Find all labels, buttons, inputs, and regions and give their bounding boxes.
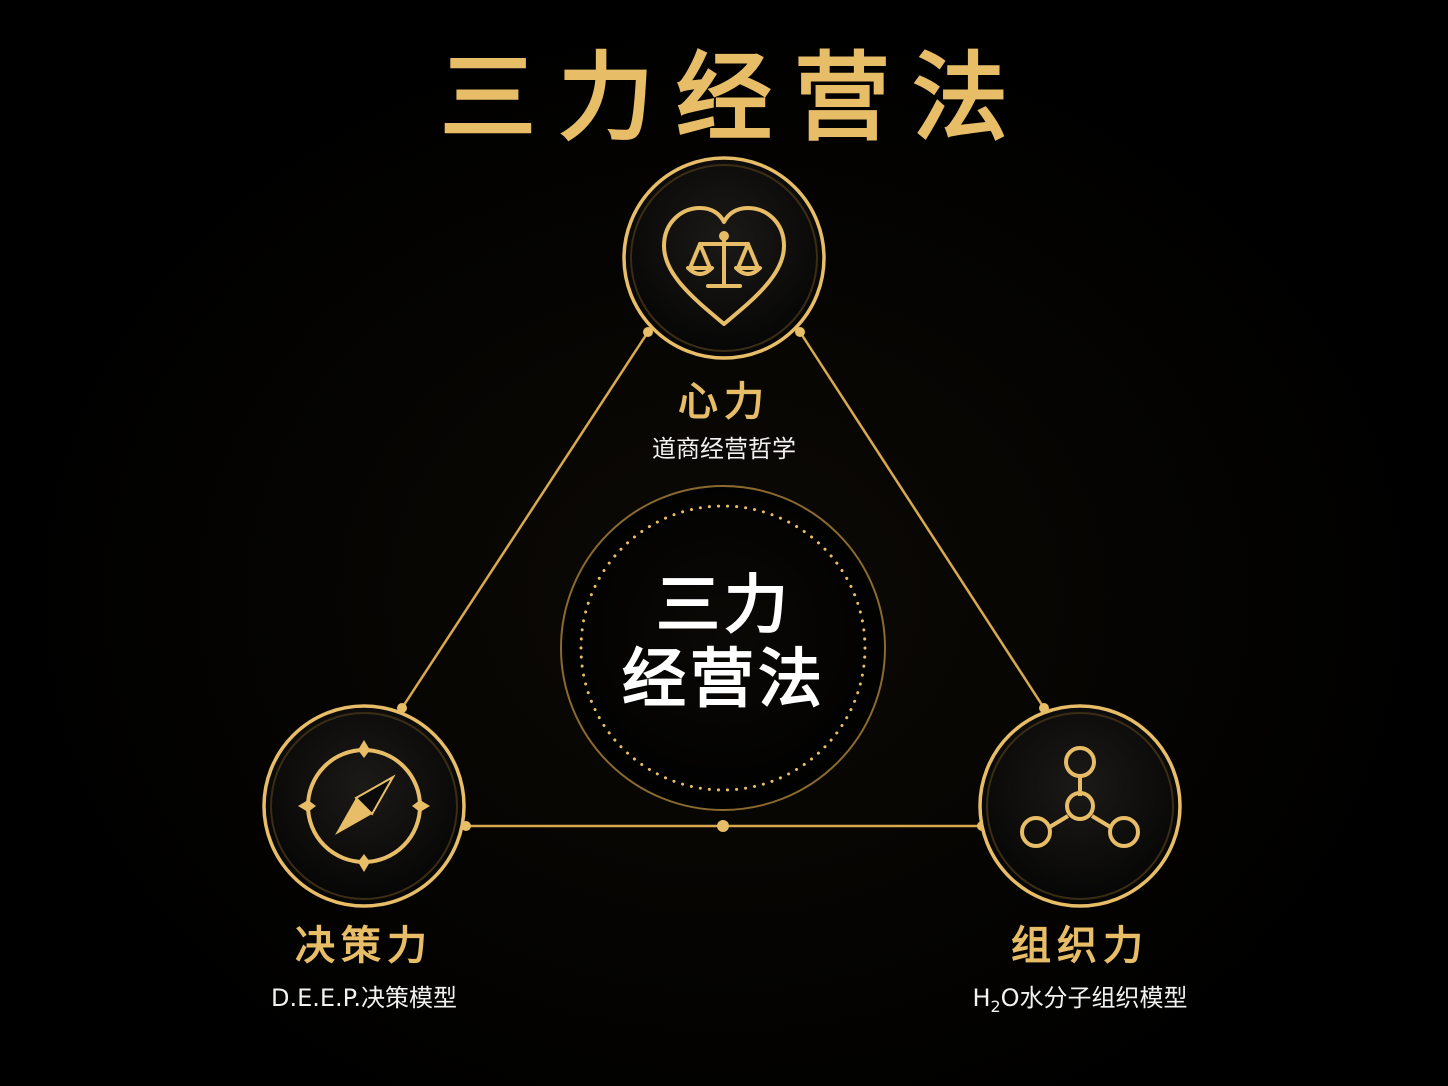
node-left-subtitle: D.E.E.P.决策模型 — [270, 984, 458, 1012]
compass-icon — [298, 740, 430, 872]
connector-dot — [643, 327, 653, 337]
node-top-subtitle: 道商经营哲学 — [652, 435, 796, 463]
node-top-title: 心力 — [678, 379, 770, 425]
subtitle-subscript: 2 — [990, 996, 1001, 1016]
molecule-icon — [1020, 746, 1140, 848]
node-right-subtitle: H2O水分子组织模型 — [930, 983, 1230, 1022]
node-right-circle — [978, 704, 1182, 908]
edge-top-right — [798, 331, 1046, 709]
node-right-title: 组织力 — [1011, 923, 1149, 969]
center-circle — [560, 485, 886, 811]
connector-dot — [795, 327, 805, 337]
page-title: 三力经营法 — [440, 42, 1030, 154]
node-left-title: 决策力 — [295, 923, 433, 969]
connector-dot — [397, 703, 407, 713]
subtitle-prefix: H — [972, 984, 991, 1012]
edge-top-left — [400, 331, 650, 709]
connector-dot — [717, 820, 729, 832]
heart-scales-icon — [662, 206, 786, 326]
center-title-line1: 三力 — [656, 569, 792, 643]
subtitle-rest: O水分子组织模型 — [1000, 984, 1188, 1012]
center-title-line2: 经营法 — [622, 643, 826, 717]
